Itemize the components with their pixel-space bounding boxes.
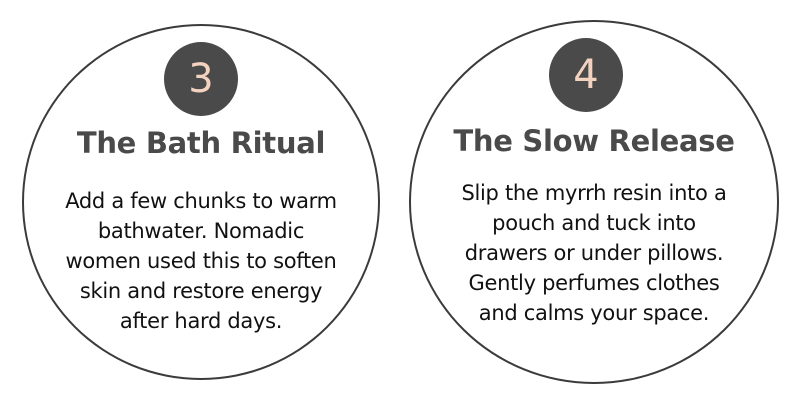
description-line: after hard days. [119, 309, 283, 333]
card-title: The Bath Ritual [76, 126, 326, 160]
step-card-slow-release: 4 The Slow Release Slip the myrrh resin … [409, 20, 779, 384]
step-number-badge: 4 [549, 38, 623, 112]
description-line: drawers or under pillows. [464, 241, 724, 265]
step-number-badge: 3 [164, 42, 238, 116]
card-description: Add a few chunks to warm bathwater. Noma… [24, 186, 378, 336]
step-card-bath-ritual: 3 The Bath Ritual Add a few chunks to wa… [22, 24, 380, 380]
description-line: skin and restore energy [79, 279, 323, 303]
card-description: Slip the myrrh resin into a pouch and tu… [411, 178, 777, 328]
description-line: bathwater. Nomadic [97, 219, 305, 243]
step-number: 3 [188, 56, 214, 102]
description-line: Add a few chunks to warm [65, 189, 337, 213]
description-line: and calms your space. [478, 301, 710, 325]
card-title: The Slow Release [453, 124, 735, 158]
description-line: Gently perfumes clothes [468, 271, 720, 295]
description-line: Slip the myrrh resin into a [461, 181, 727, 205]
description-line: women used this to soften [65, 249, 337, 273]
step-number: 4 [573, 52, 599, 98]
description-line: pouch and tuck into [492, 211, 696, 235]
